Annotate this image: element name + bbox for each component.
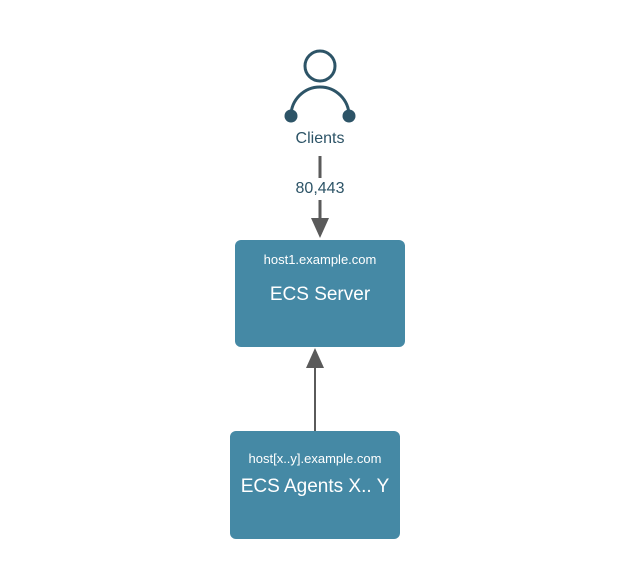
node-host-label: host1.example.com [263,252,377,267]
node-ecs-agents[interactable]: host[x..y].example.com ECS Agents X.. Y [230,431,400,539]
node-title-label: ECS Server [269,284,371,305]
node-ecs-server[interactable]: host1.example.com ECS Server [235,240,405,347]
actor-label-clients: Clients [295,130,345,147]
person-icon [282,48,358,124]
node-title-label: ECS Agents X.. Y [240,476,390,497]
edge-label-ports: 80,443 [220,178,420,200]
node-host-label: host[x..y].example.com [248,451,382,466]
